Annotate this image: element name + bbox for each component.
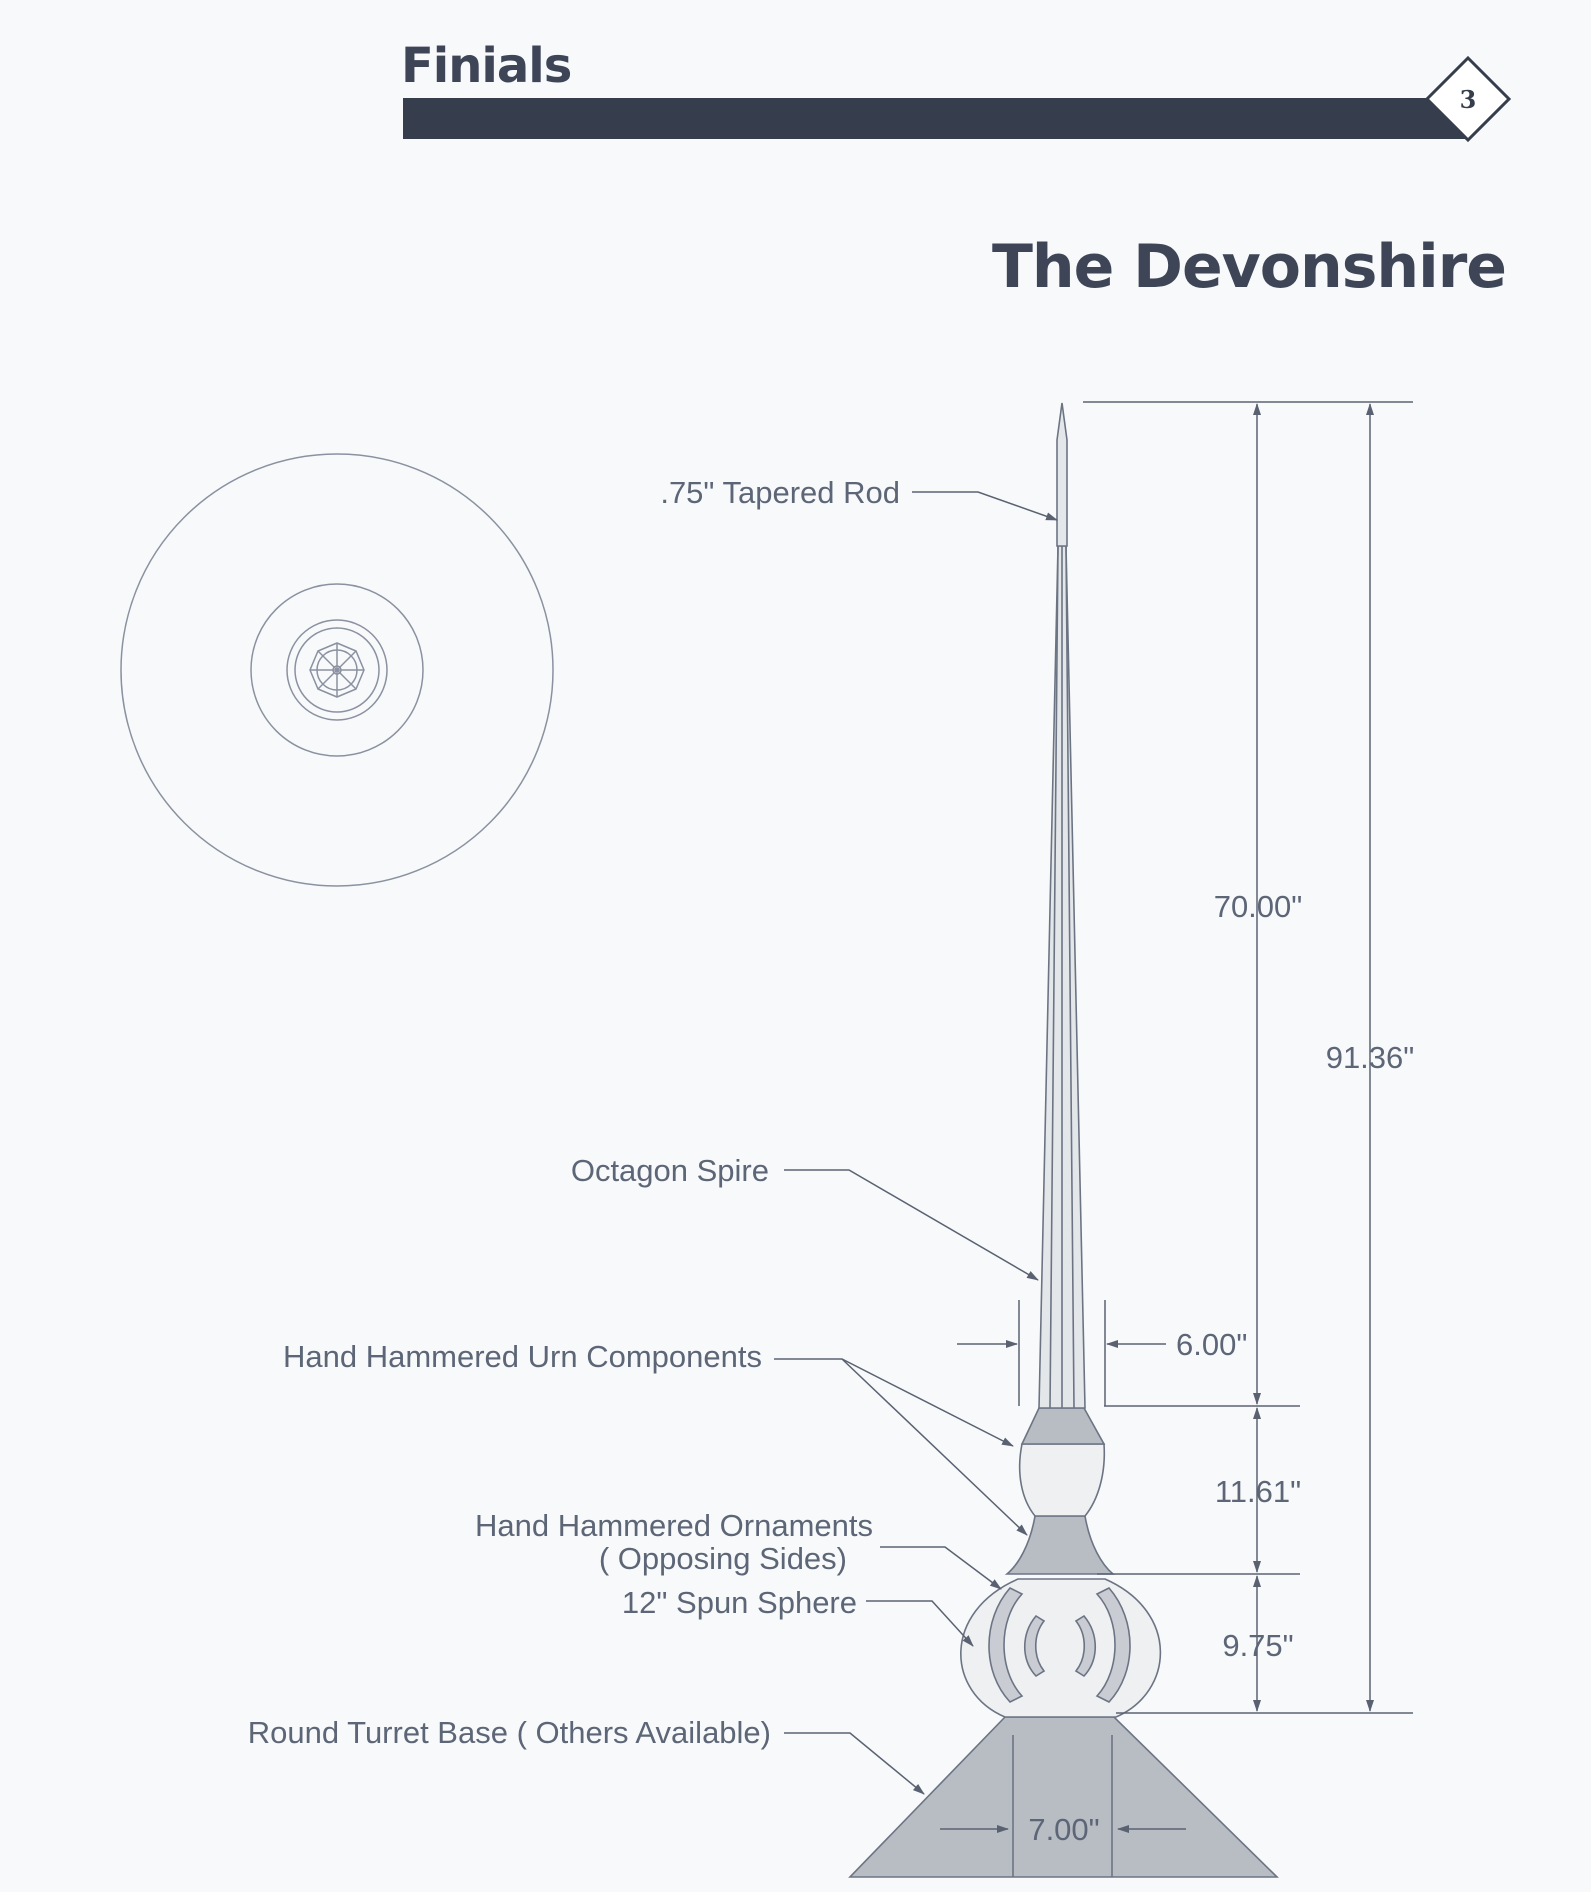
section-title: Finials [401,38,572,94]
tapered-rod [1056,402,1068,547]
dim-spire-width: 6.00" [1176,1327,1247,1362]
dim-base-width: 7.00" [1028,1812,1099,1847]
page-number-badge: 3 [1424,55,1512,143]
dimension-lines [940,401,1413,1833]
turret-base [848,1716,1279,1878]
label-ornaments-sides: ( Opposing Sides) [599,1541,847,1576]
dim-sphere-height: 9.75" [1222,1628,1293,1663]
leader-lines [774,491,1058,1795]
header-bar [403,98,1467,139]
urn-collar [1020,1407,1106,1445]
finial-elevation [848,402,1279,1878]
label-urn-components: Hand Hammered Urn Components [283,1339,762,1374]
plan-view [120,453,554,887]
label-octagon-spire: Octagon Spire [571,1153,769,1188]
page-number: 3 [1460,85,1477,114]
label-turret-base: Round Turret Base ( Others Available) [248,1715,771,1750]
urn-lower [1004,1515,1116,1575]
urn-middle [1018,1443,1106,1517]
label-spun-sphere: 12" Spun Sphere [622,1585,857,1620]
label-ornaments: Hand Hammered Ornaments [475,1508,873,1543]
dim-urn-height: 11.61" [1215,1474,1301,1509]
dim-spire-height: 70.00" [1214,889,1303,924]
product-title: The Devonshire [991,232,1507,302]
label-tapered-rod: .75" Tapered Rod [660,475,900,510]
dim-overall-height: 91.36" [1326,1040,1415,1075]
